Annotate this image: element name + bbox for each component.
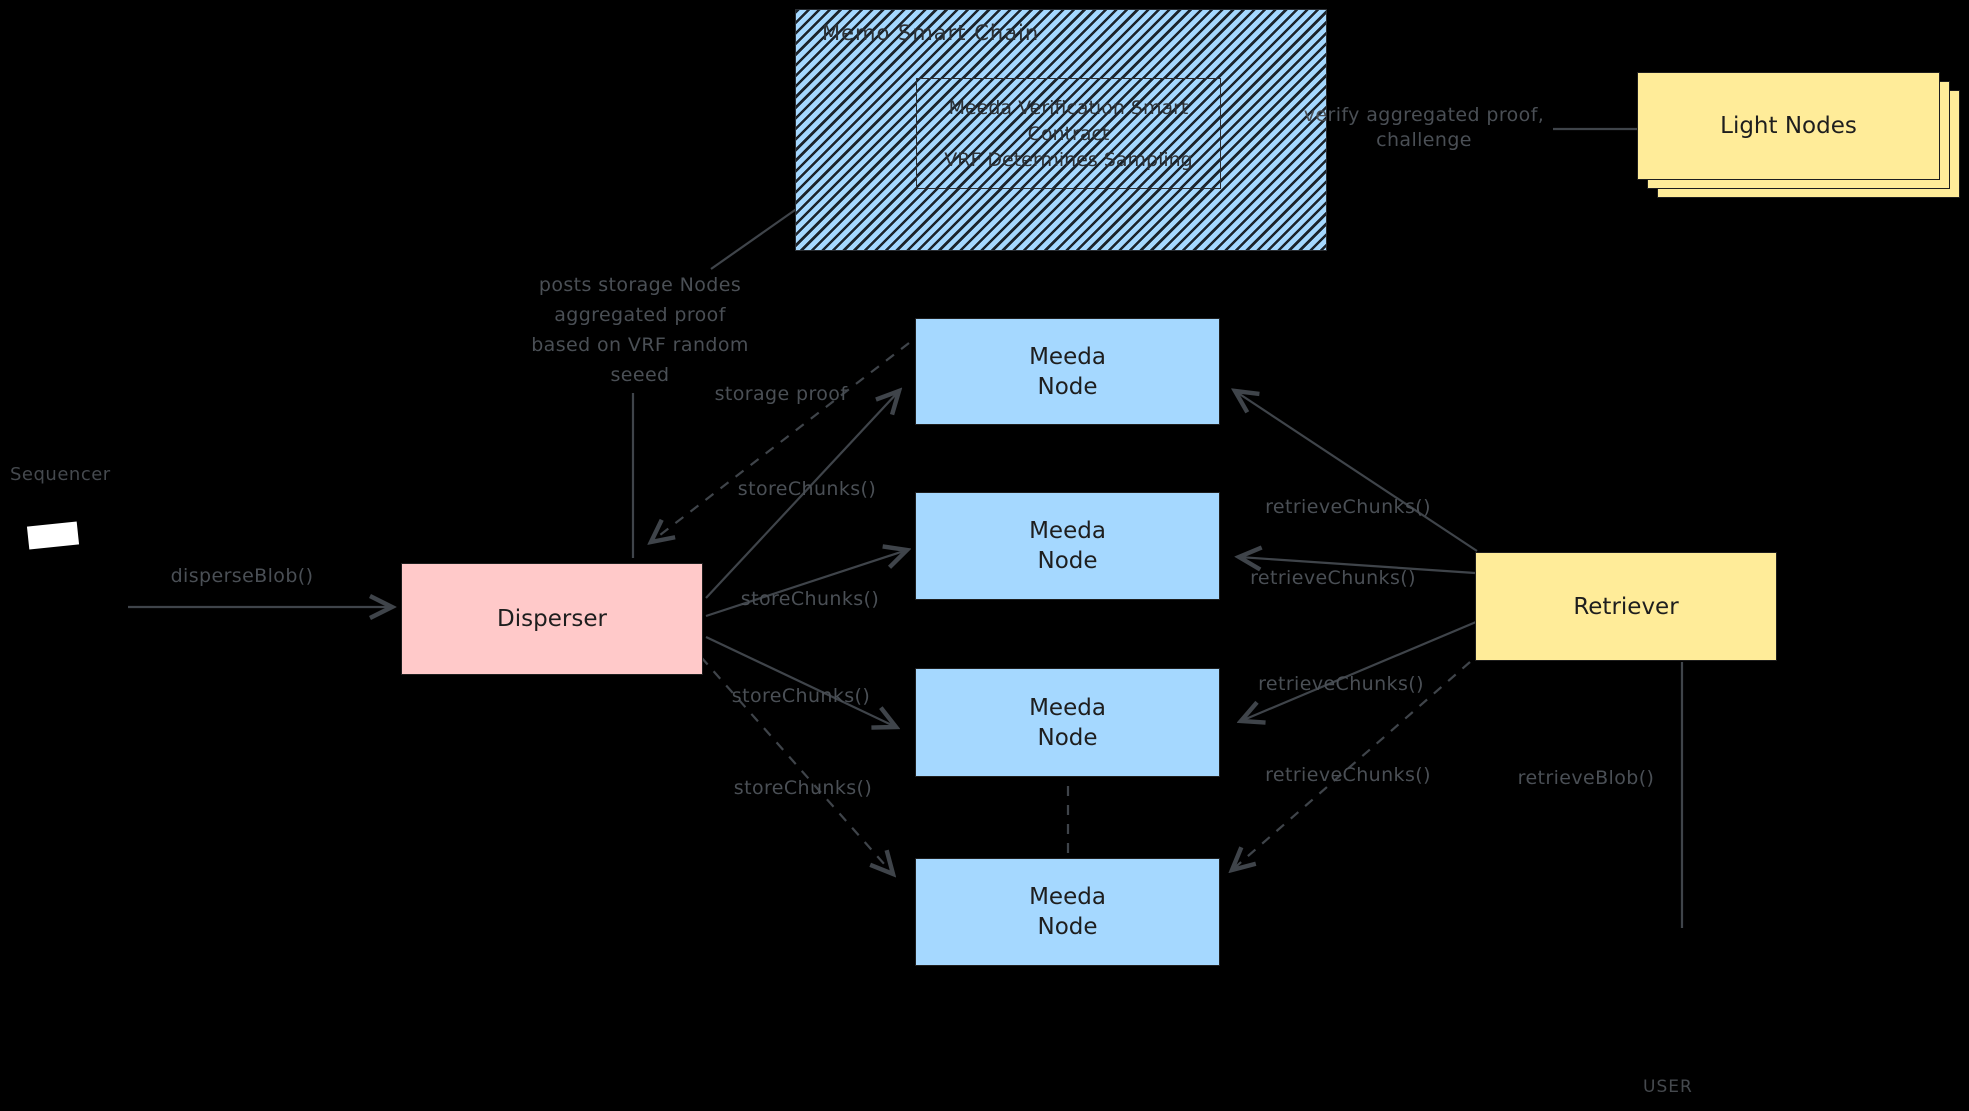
edge-label-store-chunks-1: storeChunks() (737, 478, 877, 500)
meeda-node-box-4: Meeda Node (915, 858, 1220, 966)
retriever-box: Retriever (1475, 552, 1777, 661)
verify-line-2: challenge (1376, 129, 1472, 151)
meeda-node-label: Meeda (1029, 518, 1106, 544)
edge-label-posts-proof: posts storage Nodes aggregated proof bas… (531, 270, 749, 390)
sequencer-laptop-icon (26, 521, 80, 550)
edge-label-store-chunks-3: storeChunks() (731, 685, 871, 707)
contract-line-1: Meeda Verification Smart Contract (948, 96, 1189, 145)
posts-proof-line-1: posts storage Nodes (538, 274, 742, 296)
meeda-node-label: Node (1037, 914, 1098, 940)
disperser-label: Disperser (497, 606, 607, 632)
light-nodes-card: Light Nodes (1637, 72, 1940, 180)
contract-line-2: VRF Determines Sampling (944, 148, 1193, 171)
meeda-node-label: Node (1037, 724, 1098, 751)
posts-proof-line-2: aggregated proof (554, 304, 726, 326)
edge-label-verify: verify aggregated proof, challenge (1304, 103, 1545, 153)
edge-label-storage-proof: storage proof (714, 383, 848, 405)
posts-proof-line-4: seeed (610, 364, 670, 386)
edge-label-retrieve-chunks-4: retrieveChunks() (1265, 764, 1431, 786)
edge-label-retrieve-chunks-2: retrieveChunks() (1250, 567, 1416, 589)
posts-proof-line-3: based on VRF random (531, 334, 749, 356)
meeda-node-box-2: Meeda Node (915, 492, 1220, 600)
light-nodes-label: Light Nodes (1720, 113, 1857, 139)
retriever-label: Retriever (1573, 593, 1679, 620)
meeda-node-label: Meeda (1029, 884, 1106, 910)
arrow-store-chunks-3 (705, 636, 896, 727)
meeda-node-label: Node (1037, 548, 1098, 574)
edge-label-retrieve-chunks-3: retrieveChunks() (1258, 673, 1424, 695)
edge-label-store-chunks-2: storeChunks() (740, 588, 880, 610)
edge-label-disperse-blob: disperseBlob() (170, 565, 314, 587)
disperser-box: Disperser (401, 563, 703, 675)
meeda-node-label: Meeda (1029, 694, 1106, 721)
meeda-node-label: Meeda (1029, 343, 1106, 370)
user-label: USER (1643, 1077, 1693, 1097)
arrow-retrieve-chunks-1 (1235, 391, 1478, 552)
meeda-node-label: Node (1037, 373, 1098, 400)
edge-label-retrieve-blob: retrieveBlob() (1517, 767, 1655, 789)
memo-smart-chain-title: Memo Smart Chain (822, 21, 1040, 45)
meeda-node-box-1: Meeda Node (915, 318, 1220, 425)
verification-contract-label: Meeda Verification Smart Contract VRF De… (917, 79, 1220, 188)
verify-line-1: verify aggregated proof, (1303, 104, 1545, 126)
edge-label-store-chunks-4: storeChunks() (733, 777, 873, 799)
arrow-retrieve-chunks-3 (1241, 620, 1477, 721)
edge-label-retrieve-chunks-1: retrieveChunks() (1265, 496, 1431, 518)
memo-smart-chain-box: Memo Smart Chain Meeda Verification Smar… (795, 9, 1327, 251)
sequencer-label: Sequencer (10, 464, 111, 485)
meeda-node-box-3: Meeda Node (915, 668, 1220, 777)
verification-contract-box: Meeda Verification Smart Contract VRF De… (916, 78, 1221, 189)
